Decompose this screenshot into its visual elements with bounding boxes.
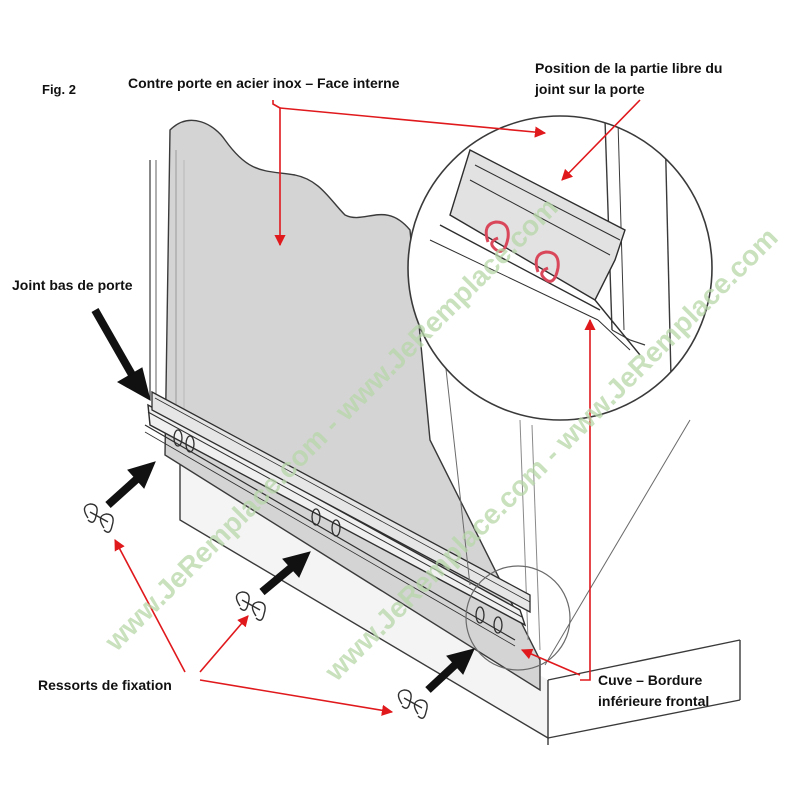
label-contre-porte: Contre porte en acier inox – Face intern… [128, 75, 400, 91]
black-direction-arrows [91, 308, 475, 693]
red-annotation-arrows [114, 99, 641, 716]
label-ressorts: Ressorts de fixation [38, 677, 172, 693]
inner-door-panel [164, 119, 541, 692]
projection-line-bottom [544, 419, 691, 666]
arrow-ressort-1 [114, 539, 186, 673]
arrow-cuve-small [520, 648, 581, 676]
arrow-spring-1 [105, 461, 156, 508]
arrow-joint-bas [91, 308, 151, 402]
magnified-detail [407, 115, 713, 421]
detail-source-circle [465, 565, 571, 671]
arrow-ressort-3 [199, 679, 394, 716]
arrow-position-joint [561, 99, 641, 181]
label-position-joint-line2: joint sur la porte [535, 81, 645, 97]
spring-clip-3 [397, 689, 428, 719]
arrow-spring-2 [259, 551, 311, 596]
label-cuve-line2: inférieure frontal [598, 693, 710, 709]
door-seal-strip [144, 390, 531, 647]
seal-clips [173, 429, 503, 634]
label-position-joint-line1: Position de la partie libre du [535, 60, 723, 76]
label-cuve-line1: Cuve – Bordure [598, 672, 703, 688]
arrow-contre-porte-to-detail [279, 107, 547, 138]
figure-label: Fig. 2 [42, 82, 76, 97]
arrow-contre-porte [272, 100, 286, 247]
spring-clip-1 [83, 503, 114, 533]
arrow-spring-3 [425, 648, 475, 693]
label-joint-bas: Joint bas de porte [12, 277, 133, 293]
arrow-cuve-detail [580, 318, 596, 681]
arrow-ressort-2 [199, 615, 249, 673]
spring-clip-2 [235, 591, 266, 621]
